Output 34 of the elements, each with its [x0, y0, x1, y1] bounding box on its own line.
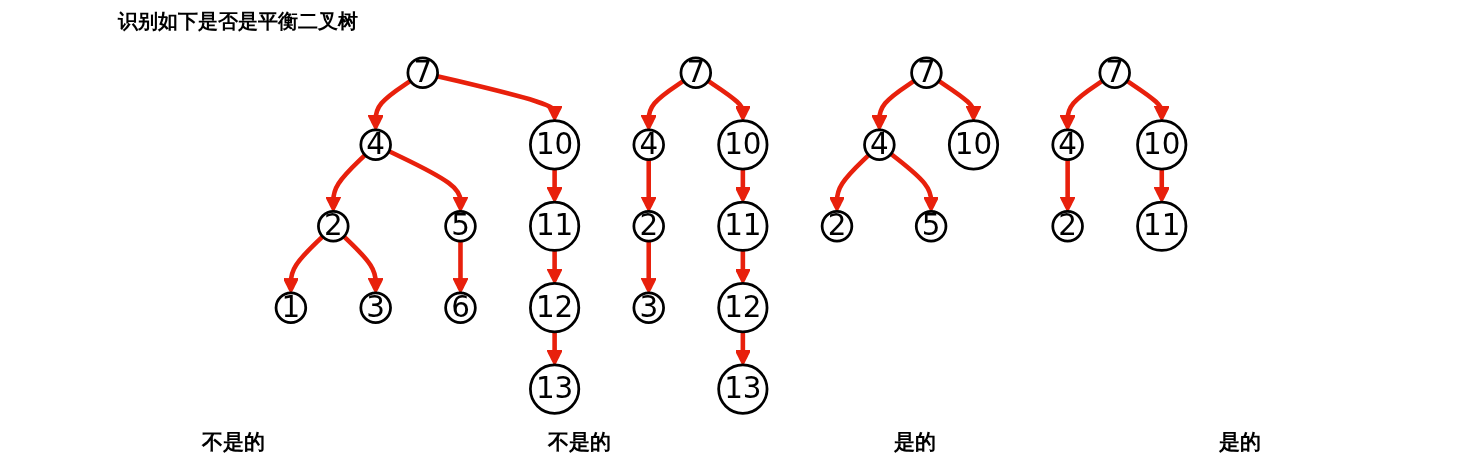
verdict-label: 不是的: [547, 429, 611, 456]
tree-node-circle: 7: [910, 54, 943, 90]
tree-node-circle: 4: [632, 126, 665, 162]
tree-node-circle: 2: [632, 207, 665, 243]
tree-node-circle: 10: [1136, 119, 1188, 171]
tree-node-circle: 11: [529, 200, 581, 252]
verdict-label: 不是的: [201, 429, 265, 456]
tree-node-circle: 10: [717, 119, 769, 171]
tree-node-circle: 11: [717, 200, 769, 252]
tree-node-circle: 11: [1136, 200, 1188, 252]
title: 识别如下是否是平衡二叉树: [118, 8, 359, 35]
tree-node-circle: 2: [820, 207, 854, 243]
tree-node-circle: 5: [444, 207, 477, 243]
verdict-label: 是的: [893, 429, 936, 456]
tree-node-circle: 4: [863, 126, 896, 162]
tree-node-circle: 3: [359, 289, 392, 325]
tree-node-circle: 3: [632, 289, 665, 325]
tree-node-circle: 10: [947, 119, 1000, 171]
tree-node-circle: 5: [914, 207, 948, 243]
tree-node-circle: 12: [529, 282, 581, 334]
tree-node-circle: 6: [444, 289, 477, 325]
tree-node-circle: 13: [717, 363, 769, 415]
tree-node-circle: 12: [717, 282, 769, 334]
tree-node-circle: 4: [1051, 126, 1084, 162]
tree-node-circle: 7: [406, 54, 439, 90]
tree-node-circle: 4: [359, 126, 392, 162]
tree-node-circle: 2: [1051, 207, 1084, 243]
tree-node-circle: 7: [679, 54, 713, 90]
tree-node-circle: 2: [317, 207, 350, 243]
tree-node-circle: 10: [529, 119, 581, 171]
tree-node-circle: 7: [1098, 54, 1131, 90]
verdict-label: 是的: [1218, 429, 1261, 456]
tree-node-circle: 1: [274, 289, 308, 325]
tree-node-circle: 13: [529, 363, 581, 415]
